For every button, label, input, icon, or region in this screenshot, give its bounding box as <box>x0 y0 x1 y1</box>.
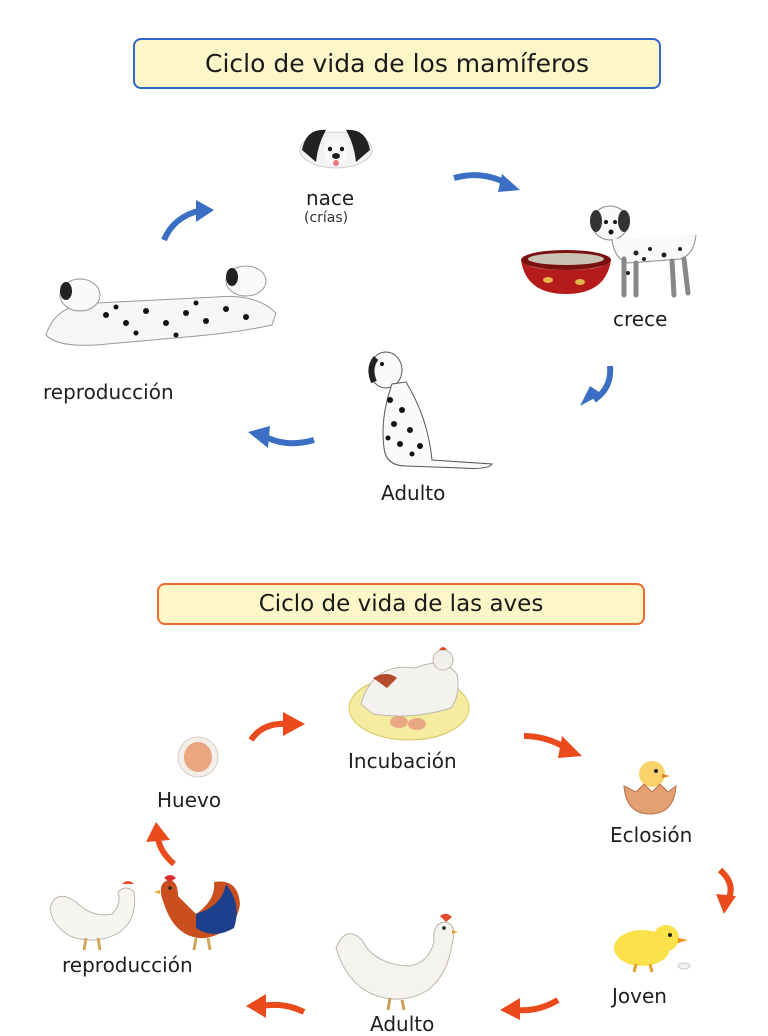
birds-title: Ciclo de vida de las aves <box>157 583 645 625</box>
cycle-arrow-icon <box>248 426 315 448</box>
nest-hen-illustration <box>348 647 470 741</box>
cycle-arrow-icon <box>580 365 614 406</box>
cycle-arrow-icon <box>161 200 214 242</box>
puppy-illustration <box>299 129 373 169</box>
stage-adult-label: Adulto <box>381 481 446 505</box>
stage-hatching-label: Eclosión <box>610 823 693 847</box>
stage-bird-reproduction-label: reproducción <box>62 953 193 977</box>
cycle-arrow-icon <box>246 994 306 1018</box>
hen-rooster-pair-illustration <box>49 875 240 951</box>
egg-illustration <box>177 736 219 778</box>
stage-born-note: (crías) <box>304 210 349 226</box>
cycle-arrow-icon <box>453 172 520 192</box>
mammals-title: Ciclo de vida de los mamíferos <box>133 38 661 89</box>
cycle-arrow-icon <box>248 712 305 742</box>
chick-young-illustration <box>614 925 691 973</box>
cycle-arrow-icon <box>146 822 176 867</box>
cycle-arrow-icon <box>523 733 582 758</box>
dalmatians-pair-illustration <box>45 265 277 346</box>
stage-reproduction-label: reproducción <box>43 380 174 404</box>
stage-young-label: Joven <box>612 984 667 1008</box>
stage-bird-adult-label: Adulto <box>370 1012 435 1036</box>
stage-incubation-label: Incubación <box>348 749 457 773</box>
chick-hatching-illustration <box>623 761 677 815</box>
food-bowl-illustration <box>521 250 611 294</box>
stage-egg-label: Huevo <box>157 788 222 812</box>
dalmatian-adult-illustration <box>368 351 493 469</box>
dalmatian-young-illustration <box>590 205 697 298</box>
hen-adult-illustration <box>335 913 458 1011</box>
stage-grows-label: crece <box>613 307 668 331</box>
cycle-arrow-icon <box>500 997 560 1020</box>
cycle-arrow-icon <box>716 867 736 914</box>
stage-born-label: nace <box>306 186 355 210</box>
